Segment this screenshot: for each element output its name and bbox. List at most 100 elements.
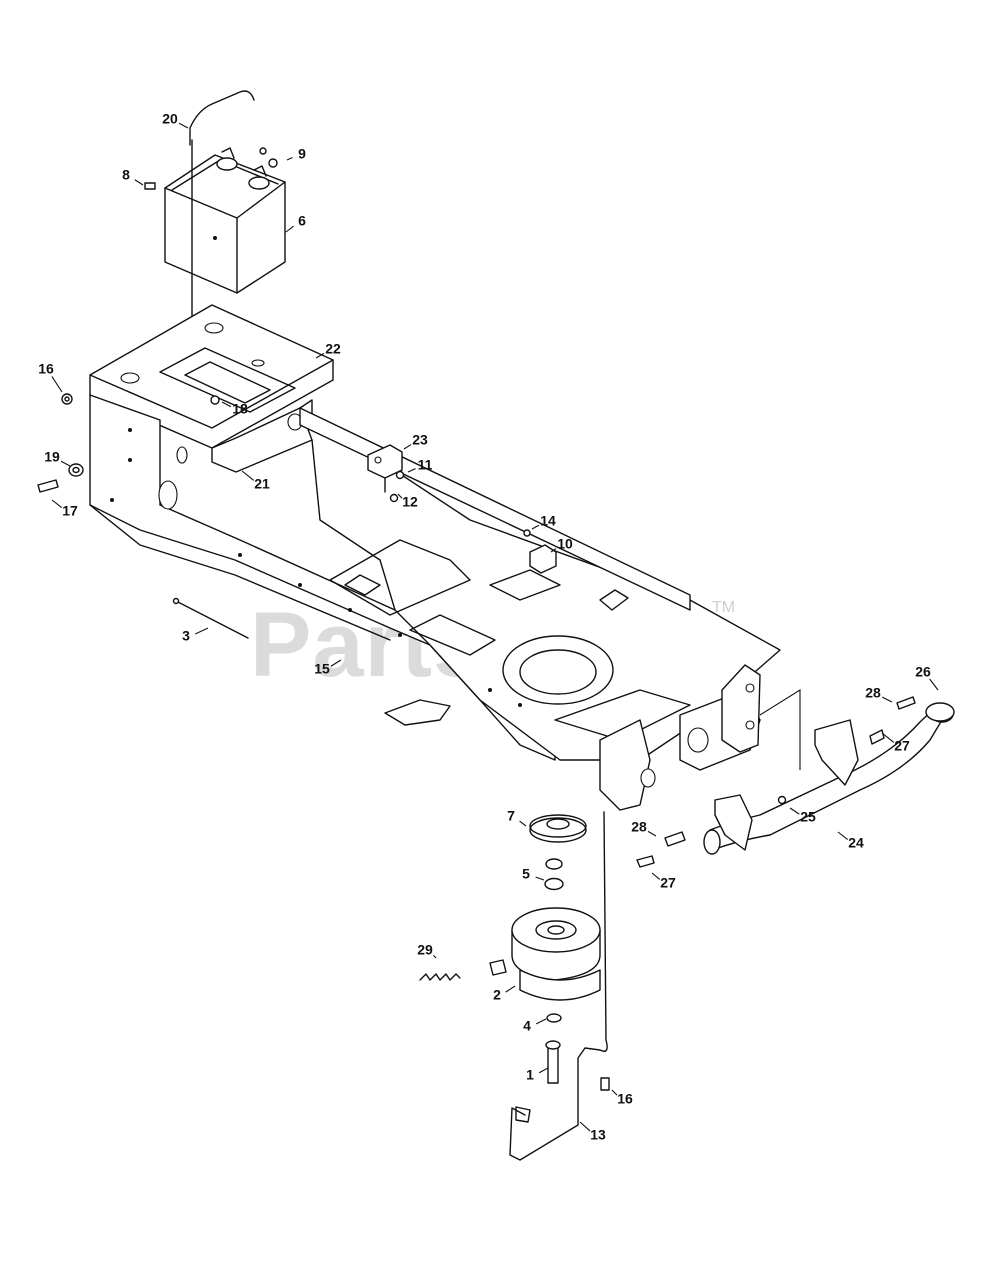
callout-leader [611, 1089, 618, 1096]
callout-leader [397, 493, 403, 499]
callout-leader [881, 696, 893, 703]
callout-label: 28 [865, 685, 881, 701]
battery-nut-9[interactable] [259, 147, 278, 168]
main-frame[interactable] [89, 394, 781, 811]
screw-14[interactable] [523, 529, 531, 537]
callout-20: 20 [162, 111, 189, 129]
callout-16: 16 [38, 361, 63, 393]
pin-rod[interactable] [172, 597, 249, 639]
battery-tray[interactable] [89, 304, 334, 449]
callout-label: 2 [493, 987, 501, 1003]
bumper-end-cap[interactable] [925, 702, 955, 722]
callout-leader [315, 352, 325, 359]
callout-leader [60, 460, 71, 467]
clutch-bracket-rod[interactable] [509, 811, 608, 1161]
callout-label: 21 [254, 476, 270, 492]
callout-leader [286, 157, 293, 161]
callout-4: 4 [523, 1018, 547, 1034]
callout-label: 20 [162, 111, 178, 127]
callout-leader [403, 444, 412, 450]
callout-label: 22 [325, 341, 341, 357]
callout-label: 14 [540, 513, 556, 529]
nut-11[interactable] [395, 470, 405, 480]
callout-label: 26 [915, 664, 931, 680]
callout-24: 24 [837, 831, 864, 851]
callout-27: 27 [881, 732, 910, 754]
callout-2: 2 [493, 985, 516, 1003]
callout-leader [221, 401, 232, 408]
callout-1: 1 [526, 1067, 549, 1083]
callout-leader [651, 872, 661, 880]
callout-leader [285, 225, 294, 233]
callout-label: 27 [660, 875, 676, 891]
callout-leader [330, 659, 342, 667]
callout-label: 17 [62, 503, 78, 519]
callout-5: 5 [522, 866, 545, 882]
callout-label: 29 [417, 942, 433, 958]
callout-leader [433, 954, 437, 959]
callout-label: 16 [617, 1091, 633, 1107]
callout-10: 10 [550, 536, 573, 553]
callout-18: 18 [221, 401, 248, 417]
callout-label: 6 [298, 213, 306, 229]
bolt-18[interactable] [210, 395, 220, 405]
battery[interactable] [164, 147, 286, 294]
nut-12[interactable] [389, 493, 399, 503]
switch[interactable] [529, 544, 557, 574]
nut-25[interactable] [777, 795, 787, 805]
callout-12: 12 [397, 493, 418, 510]
callout-leader [550, 548, 557, 553]
bolt-17[interactable] [37, 479, 59, 493]
callout-leader [51, 499, 63, 508]
callout-6: 6 [285, 213, 306, 233]
callout-label: 5 [522, 866, 530, 882]
washer-5a[interactable] [545, 858, 563, 870]
battery-bolt-8[interactable] [144, 182, 156, 190]
washer-4[interactable] [546, 1013, 562, 1023]
bolt-27[interactable] [869, 729, 885, 745]
pulley[interactable] [529, 814, 587, 843]
callout-leader [134, 179, 144, 186]
callout-label: 15 [314, 661, 330, 677]
callout-leader [51, 376, 63, 393]
callout-label: 13 [590, 1127, 606, 1143]
bumper-bracket-right[interactable] [814, 719, 859, 786]
callout-26: 26 [915, 664, 939, 691]
washer-5b[interactable] [544, 877, 564, 891]
bolt-1[interactable] [545, 1040, 561, 1084]
spring-29[interactable] [419, 973, 461, 981]
callout-leader [535, 1018, 547, 1025]
screw-16b[interactable] [600, 1077, 610, 1091]
callout-3: 3 [182, 627, 209, 644]
callout-leader [531, 524, 540, 530]
pto-switch-bracket[interactable] [367, 444, 403, 493]
callout-label: 11 [418, 457, 433, 473]
callout-label: 10 [557, 536, 573, 552]
callout-25: 25 [789, 807, 816, 825]
bumper-mount-guide [759, 689, 801, 770]
callout-leader [407, 468, 416, 473]
callout-label: 23 [412, 432, 428, 448]
bumper-bracket-left[interactable] [714, 794, 753, 851]
callout-11: 11 [407, 457, 433, 473]
callout-label: 9 [298, 146, 306, 162]
bolt-28[interactable] [896, 696, 916, 710]
callout-label: 12 [402, 494, 418, 510]
callout-9: 9 [286, 146, 306, 162]
callout-8: 8 [122, 167, 144, 186]
callout-17: 17 [51, 499, 78, 519]
callout-leader [837, 831, 849, 840]
callout-label: 19 [44, 449, 60, 465]
callout-leader [579, 1121, 591, 1132]
callout-label: 1 [526, 1067, 534, 1083]
bolt-27b[interactable] [636, 855, 655, 868]
callout-label: 24 [848, 835, 864, 851]
nut-16[interactable] [61, 393, 73, 405]
callout-label: 27 [894, 738, 910, 754]
callout-16: 16 [611, 1089, 633, 1107]
bolt-28b[interactable] [664, 831, 686, 847]
bushing-19[interactable] [68, 463, 84, 477]
callout-29: 29 [417, 942, 437, 959]
electric-clutch[interactable] [489, 907, 601, 1001]
callout-13: 13 [579, 1121, 606, 1143]
